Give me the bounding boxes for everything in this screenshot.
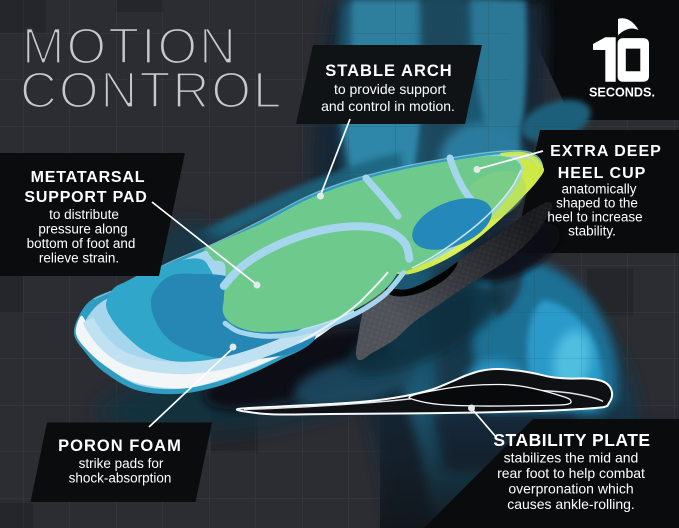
svg-text:STABLE ARCH: STABLE ARCH [325, 62, 452, 80]
svg-text:and control in motion.: and control in motion. [321, 98, 455, 114]
svg-text:relieve strain.: relieve strain. [39, 251, 119, 266]
svg-text:SECONDS.: SECONDS. [589, 85, 655, 100]
svg-text:heel to increase: heel to increase [547, 210, 642, 225]
svg-text:CONTROL: CONTROL [20, 62, 283, 119]
svg-text:strike pads for: strike pads for [79, 456, 164, 471]
svg-text:to distribute: to distribute [49, 207, 119, 222]
svg-text:STABILITY PLATE: STABILITY PLATE [493, 430, 650, 450]
svg-text:anatomically: anatomically [561, 182, 636, 197]
svg-text:stability.: stability. [568, 224, 616, 239]
svg-text:shaped to the: shaped to the [556, 196, 638, 211]
svg-text:bottom of foot and: bottom of foot and [27, 236, 136, 251]
svg-text:pressure along: pressure along [38, 222, 127, 237]
svg-text:CONTROL: CONTROL [20, 62, 283, 119]
svg-text:causes ankle-rolling.: causes ankle-rolling. [507, 496, 635, 512]
svg-text:stabilizes the mid and: stabilizes the mid and [504, 450, 639, 466]
svg-text:rear foot to help combat: rear foot to help combat [497, 465, 645, 481]
svg-text:shock-absorption: shock-absorption [69, 471, 172, 486]
svg-text:HEEL CUP: HEEL CUP [558, 165, 647, 182]
svg-text:PORON FOAM: PORON FOAM [58, 437, 182, 455]
svg-text:EXTRA DEEP: EXTRA DEEP [550, 143, 662, 160]
svg-text:overpronation which: overpronation which [508, 481, 633, 497]
svg-text:METATARSAL: METATARSAL [31, 169, 146, 186]
svg-text:SUPPORT PAD: SUPPORT PAD [24, 189, 147, 206]
svg-text:MOTION: MOTION [22, 18, 238, 75]
svg-text:MOTION: MOTION [22, 18, 238, 75]
svg-text:to provide support: to provide support [334, 81, 446, 97]
